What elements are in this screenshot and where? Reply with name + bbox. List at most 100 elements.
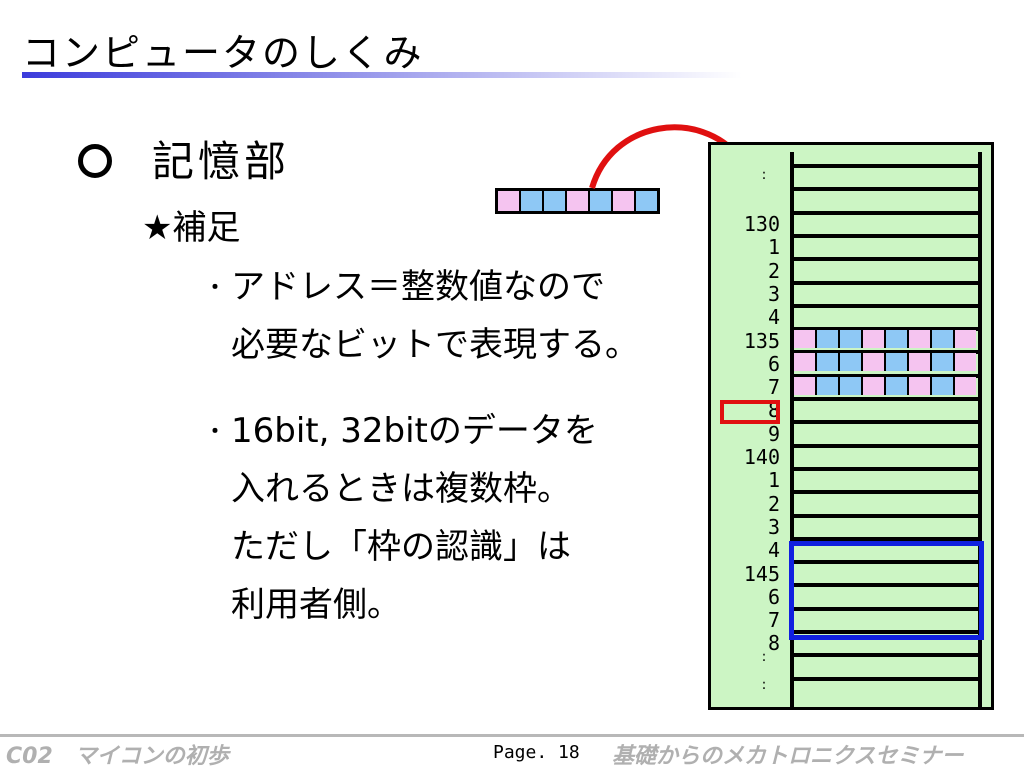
bit-cell: [521, 191, 544, 211]
paragraph-multibyte: ・ 16bit, 32bitのデータを 入れるときは複数枠。 ただし「枠の認識」…: [205, 402, 598, 634]
page-title: コンピュータのしくみ: [22, 31, 424, 75]
memory-rail: [978, 152, 982, 707]
memory-bit-cell: [932, 377, 955, 395]
bit-cell: [636, 191, 657, 211]
memory-row-line: [792, 607, 980, 611]
memory-bit-cell: [840, 330, 863, 348]
memory-row-line: [792, 560, 980, 564]
bit-cell: [613, 191, 636, 211]
footer-seminar: 基礎からのメカトロニクスセミナー: [612, 744, 964, 769]
memory-bit-cell: [909, 377, 932, 395]
memory-row-line: [792, 257, 980, 261]
memory-row-line: [792, 537, 980, 541]
memory-row-line: [792, 374, 980, 378]
memory-address-label: 1: [767, 468, 780, 492]
memory-row-line: [792, 490, 980, 494]
address-highlight-box: [720, 400, 780, 424]
circle-marker-icon: [78, 143, 112, 178]
memory-address-label: 2: [767, 492, 780, 516]
paragraph-line: 必要なビットで表現する。: [231, 325, 639, 365]
memory-row-line: [792, 187, 980, 191]
memory-address-label: 6: [767, 352, 780, 376]
memory-row-line: [792, 304, 980, 308]
memory-row-line: [792, 350, 980, 354]
memory-bit-cell: [886, 377, 909, 395]
memory-bit-cell: [817, 330, 840, 348]
memory-bit-cell: [794, 353, 817, 371]
memory-bit-cell: [932, 353, 955, 371]
memory-row-line: [792, 164, 980, 168]
paragraph-line: ただし「枠の認識」は: [231, 527, 571, 567]
memory-row-line: [792, 444, 980, 448]
memory-address-label: 7: [767, 375, 780, 399]
memory-bit-cell: [955, 377, 976, 395]
memory-address-label: 6: [767, 585, 780, 609]
memory-bit-cell: [909, 353, 932, 371]
memory-address-label: 1: [767, 235, 780, 259]
memory-address-label: 130: [743, 212, 780, 236]
memory-address-label: 140: [743, 445, 780, 469]
memory-address-label: 3: [767, 282, 780, 306]
ellipsis-label: :: [761, 167, 767, 183]
memory-address-label: 2: [767, 259, 780, 283]
memory-row-line: [792, 514, 980, 518]
memory-row-line: [792, 234, 980, 238]
paragraph-line: 利用者側。: [231, 585, 401, 625]
memory-row-line: [792, 281, 980, 285]
memory-data-row: [794, 377, 976, 395]
section-heading: 記憶部: [70, 128, 290, 189]
ellipsis-label: :: [761, 649, 767, 665]
memory-row-line: [792, 420, 980, 424]
bullet-icon: ・: [205, 275, 225, 299]
supplement-heading: ★補足: [142, 208, 241, 248]
paragraph-line: 16bit, 32bitのデータを: [231, 411, 598, 451]
paragraph-address: ・ アドレス＝整数値なので 必要なビットで表現する。: [205, 258, 639, 374]
ellipsis-label: :: [761, 677, 767, 693]
memory-row-line: [792, 630, 980, 634]
memory-bit-cell: [886, 353, 909, 371]
memory-row-line: [792, 677, 980, 681]
memory-bit-cell: [817, 353, 840, 371]
memory-address-label: 9: [767, 422, 780, 446]
memory-bit-cell: [840, 377, 863, 395]
memory-data-row: [794, 353, 976, 371]
memory-row-line: [792, 397, 980, 401]
memory-address-label: 3: [767, 515, 780, 539]
footer-divider: [0, 734, 1024, 737]
title-underline: [22, 72, 742, 78]
data-byte: [495, 188, 660, 214]
memory-row-line: [792, 327, 980, 331]
memory-bit-cell: [955, 330, 976, 348]
memory-bit-cell: [863, 377, 886, 395]
memory-data-row: [794, 330, 976, 348]
page-number: Page. 18: [493, 742, 580, 763]
bit-cell: [544, 191, 567, 211]
bit-cell: [590, 191, 613, 211]
memory-bit-cell: [955, 353, 976, 371]
memory-address-label: 8: [767, 631, 780, 655]
memory-bit-cell: [794, 330, 817, 348]
memory-row-line: [792, 211, 980, 215]
memory-address-label: 135: [743, 329, 780, 353]
memory-address-label: 7: [767, 608, 780, 632]
memory-bit-cell: [863, 330, 886, 348]
paragraph-line: アドレス＝整数値なので: [231, 267, 605, 307]
paragraph-line: 入れるときは複数枠。: [231, 469, 571, 509]
memory-bit-cell: [840, 353, 863, 371]
memory-bit-cell: [817, 377, 840, 395]
multi-cell-highlight-box: [789, 541, 984, 640]
footer-course: C02 マイコンの初歩: [6, 744, 229, 769]
memory-address-label: 145: [743, 562, 780, 586]
memory-bit-cell: [886, 330, 909, 348]
memory-address-label: 4: [767, 305, 780, 329]
memory-row-line: [792, 583, 980, 587]
memory-row-line: [792, 653, 980, 657]
memory-rail: [790, 152, 794, 707]
memory-row-line: [792, 467, 980, 471]
memory-bit-cell: [909, 330, 932, 348]
memory-bit-cell: [863, 353, 886, 371]
bit-cell: [498, 191, 521, 211]
bullet-icon: ・: [205, 419, 225, 443]
memory-address-label: 4: [767, 538, 780, 562]
section-heading-text: 記憶部: [152, 137, 291, 186]
